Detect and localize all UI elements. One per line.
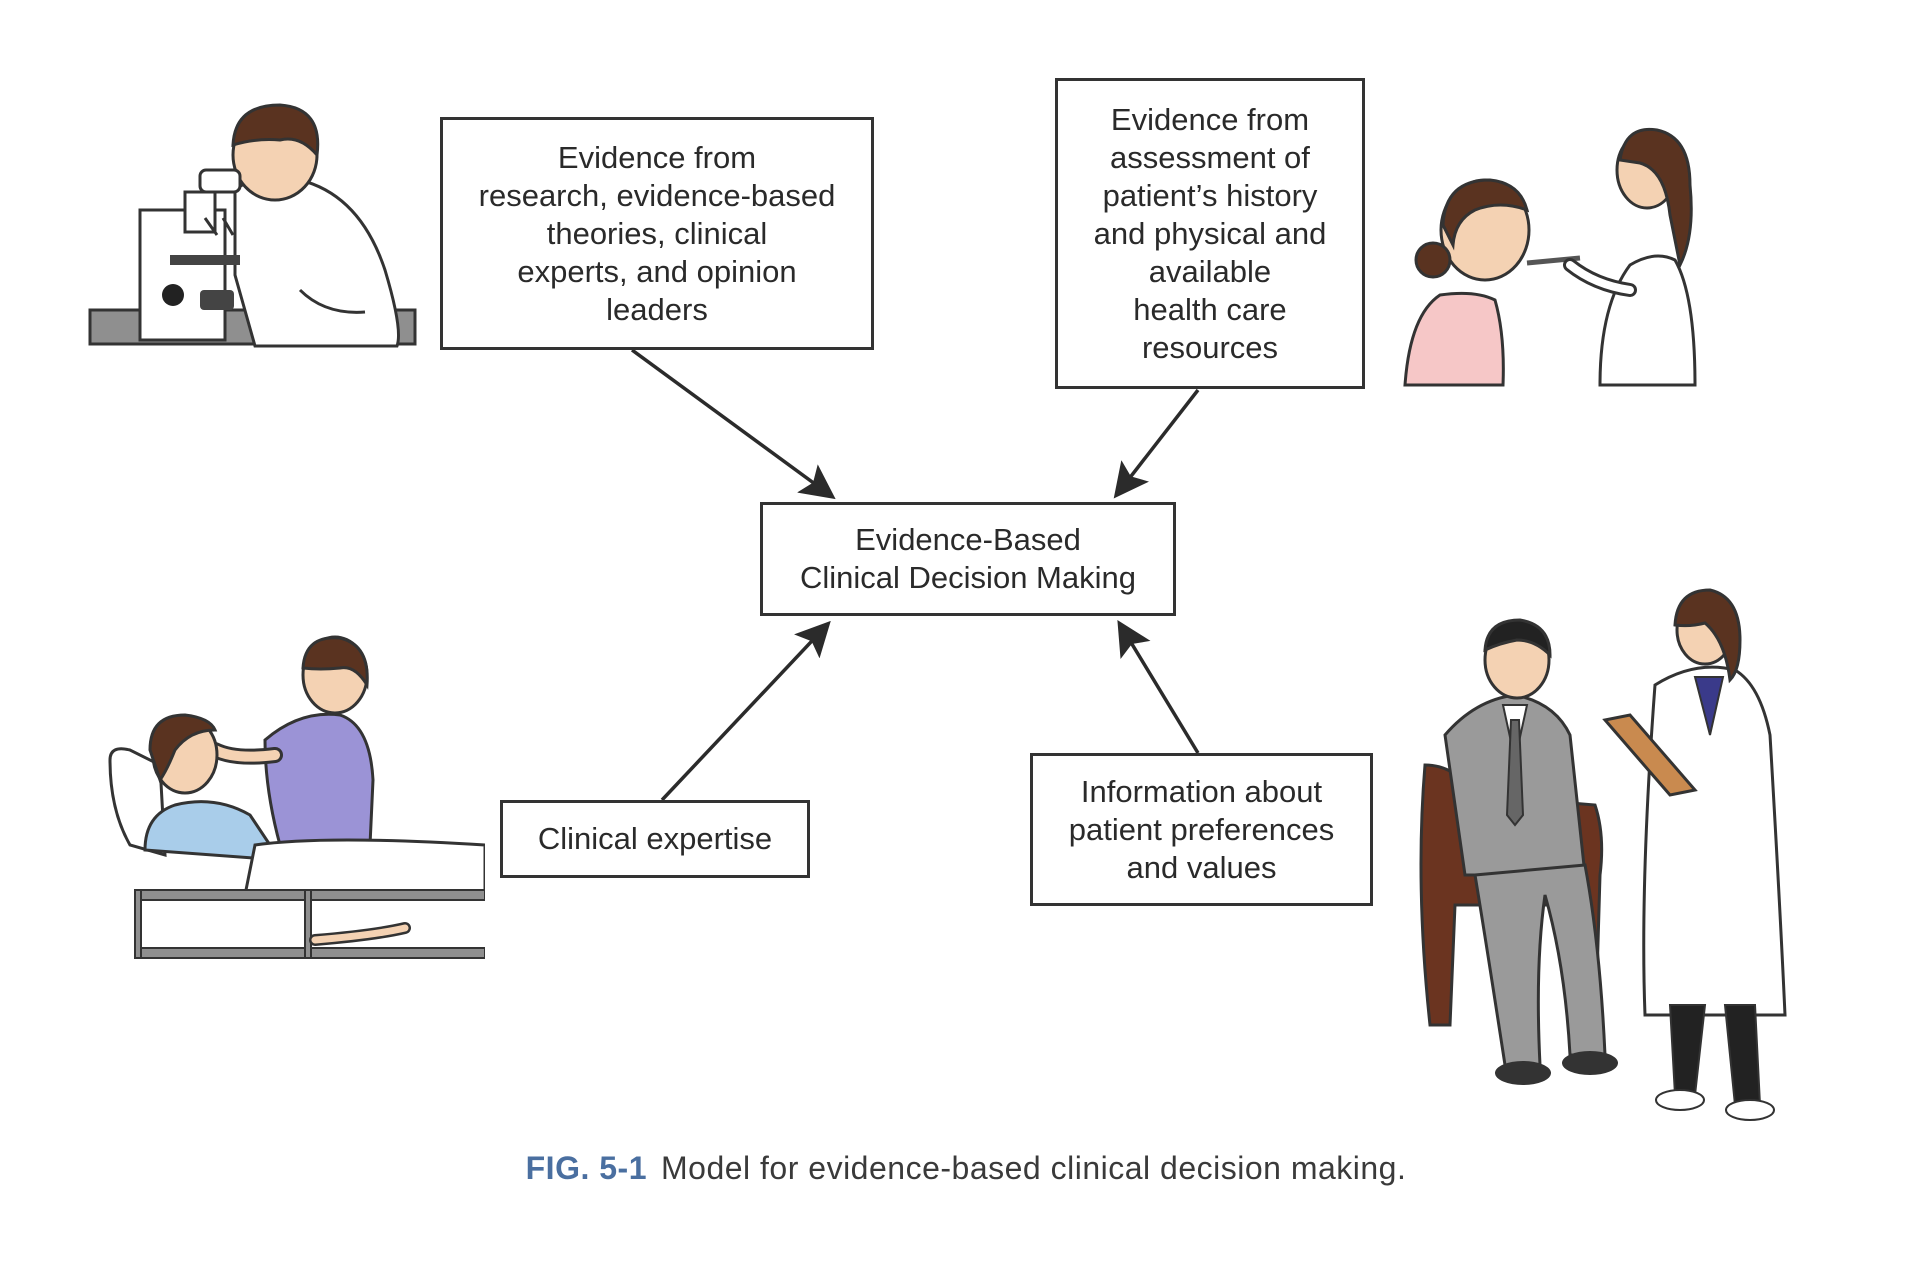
assessment-evidence-box: Evidence from assessment of patient’s hi… xyxy=(1055,78,1365,389)
figure-caption: FIG. 5-1 Model for evidence-based clinica… xyxy=(0,1150,1932,1187)
patient-preferences-box: Information about patient preferences an… xyxy=(1030,753,1373,906)
arrow-expertise-to-center xyxy=(660,620,831,802)
clinical-expertise-text: Clinical expertise xyxy=(537,821,773,856)
center-decision-box: Evidence-Based Clinical Decision Making xyxy=(760,502,1176,616)
research-evidence-text: Evidence from research, evidence-based t… xyxy=(478,139,836,327)
patient-preferences-text: Information about patient preferences an… xyxy=(1068,773,1335,885)
doctor-and-seated-patient-illustration xyxy=(1419,588,1787,1121)
research-evidence-box: Evidence from research, evidence-based t… xyxy=(440,117,874,350)
center-decision-text: Evidence-Based Clinical Decision Making xyxy=(800,522,1136,595)
nurse-throat-exam-illustration xyxy=(1403,127,1697,387)
arrow-assessment-to-center xyxy=(1113,388,1200,499)
figure-label: FIG. 5-1 xyxy=(525,1150,647,1186)
patient-in-bed-illustration xyxy=(108,635,485,959)
figure-caption-text: Model for evidence-based clinical decisi… xyxy=(660,1150,1407,1186)
arrow-preferences-to-center xyxy=(1117,620,1200,754)
arrow-research-to-center xyxy=(630,348,836,500)
scientist-microscope-illustration xyxy=(88,103,417,348)
assessment-evidence-text: Evidence from assessment of patient’s hi… xyxy=(1093,101,1327,365)
clinical-expertise-box: Clinical expertise xyxy=(500,800,810,878)
